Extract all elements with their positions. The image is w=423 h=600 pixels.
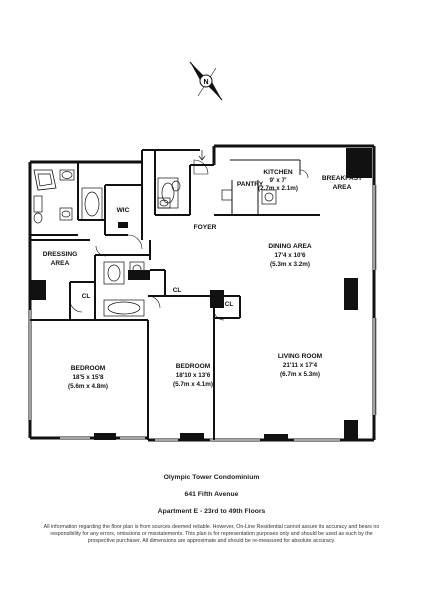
dining-dim-metric: (5.3m x 3.2m) bbox=[270, 261, 310, 268]
closet-label-right: CL bbox=[225, 301, 234, 308]
foyer-label: FOYER bbox=[194, 224, 217, 231]
kitchen-dim-imperial: 9' x 7' bbox=[270, 177, 288, 184]
compass-north-label: N bbox=[203, 79, 208, 86]
living-room-label: LIVING ROOM bbox=[278, 353, 323, 360]
dining-label: DINING AREA bbox=[268, 243, 312, 250]
pantry-label: PANTRY bbox=[237, 181, 264, 188]
bedroom-2-label: BEDROOM bbox=[176, 363, 211, 370]
compass-rose-icon: N bbox=[189, 61, 223, 101]
building-address: 641 Fifth Avenue bbox=[184, 491, 239, 498]
breakfast-label-line1: BREAKFAST bbox=[322, 175, 362, 182]
entry-arrow-icon bbox=[198, 150, 206, 161]
interior-walls bbox=[29, 150, 320, 440]
window-marks bbox=[29, 185, 375, 441]
breakfast-label-line2: AREA bbox=[333, 184, 352, 191]
living-room-dim-metric: (6.7m x 5.3m) bbox=[280, 371, 320, 378]
bedroom-2-dim-imperial: 18'10 x 13'6 bbox=[176, 372, 211, 379]
bathroom-fixtures bbox=[33, 169, 277, 317]
bedroom-2-dim-metric: (5.7m x 4.1m) bbox=[173, 381, 213, 388]
bedroom-1-dim-imperial: 18'5 x 15'8 bbox=[72, 374, 104, 381]
bedroom-1-label: BEDROOM bbox=[71, 365, 106, 372]
building-name: Olympic Tower Condominium bbox=[163, 474, 260, 481]
living-room-dim-imperial: 21'11 x 17'4 bbox=[283, 362, 318, 369]
disclaimer-text: All information regarding the floor plan… bbox=[43, 524, 380, 545]
door-swings bbox=[69, 159, 309, 321]
dining-dim-imperial: 17'4 x 10'6 bbox=[274, 252, 306, 259]
dressing-label-line1: DRESSING bbox=[43, 251, 77, 258]
wic-label: WIC bbox=[117, 207, 130, 214]
structural-columns bbox=[30, 148, 372, 440]
apartment-unit: Apartment E - 23rd to 49th Floors bbox=[157, 508, 266, 515]
dressing-label-line2: AREA bbox=[51, 260, 70, 267]
bedroom-1-dim-metric: (5.6m x 4.8m) bbox=[68, 383, 108, 390]
closet-label-left: CL bbox=[82, 293, 91, 300]
closet-label-mid: CL bbox=[173, 287, 182, 294]
kitchen-label: KITCHEN bbox=[263, 169, 293, 176]
kitchen-dim-metric: (2.7m x 2.1m) bbox=[258, 185, 298, 192]
